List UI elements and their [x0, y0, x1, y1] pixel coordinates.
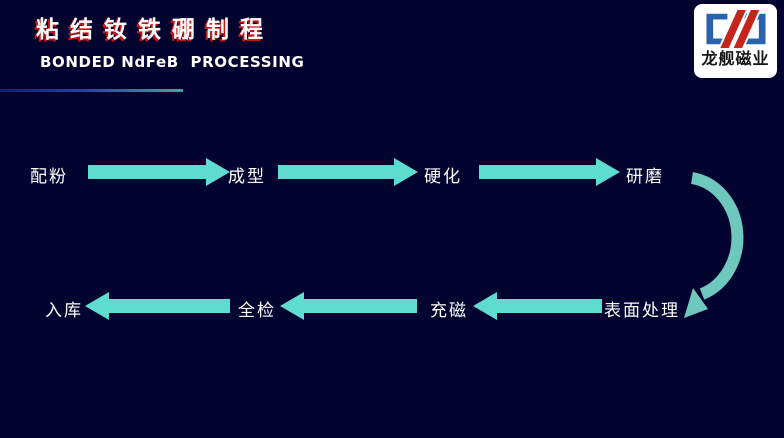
step-grinding: 研磨	[626, 167, 664, 187]
logo-company-name: 龙舰磁业	[701, 49, 770, 68]
step-magnetizing: 充磁	[430, 301, 468, 321]
arrow-head-icon	[394, 158, 418, 186]
page-title: 粘结钕铁硼制程	[36, 17, 274, 43]
arrow-head-icon	[280, 292, 304, 320]
step-curing: 硬化	[424, 167, 462, 187]
curved-connector-arrow-icon	[684, 172, 744, 318]
accent-line	[0, 89, 183, 92]
arrow-shaft	[108, 299, 230, 313]
logo-emblem-icon	[705, 9, 766, 49]
flow-arrow-5	[473, 292, 602, 320]
step-powder-mixing: 配粉	[30, 167, 68, 187]
company-logo: 龙舰磁业	[694, 4, 777, 78]
flow-arrow-1	[88, 158, 230, 186]
arrow-head-icon	[85, 292, 109, 320]
step-inspection: 全检	[238, 301, 276, 321]
arrow-head-icon	[596, 158, 620, 186]
flow-arrow-3	[479, 158, 620, 186]
flow-arrow-6	[280, 292, 417, 320]
step-molding: 成型	[228, 167, 266, 187]
arrow-shaft	[88, 165, 207, 179]
arrow-shaft	[479, 165, 597, 179]
flow-arrow-2	[278, 158, 418, 186]
arrow-head-icon	[206, 158, 230, 186]
arrow-shaft	[496, 299, 602, 313]
page-subtitle: BONDED NdFeB PROCESSING	[40, 53, 305, 71]
step-warehousing: 入库	[45, 301, 83, 321]
arrow-shaft	[278, 165, 395, 179]
flow-arrow-7	[85, 292, 230, 320]
arrow-shaft	[303, 299, 417, 313]
arrow-head-icon	[473, 292, 497, 320]
step-surface-treatment: 表面处理	[604, 301, 680, 321]
